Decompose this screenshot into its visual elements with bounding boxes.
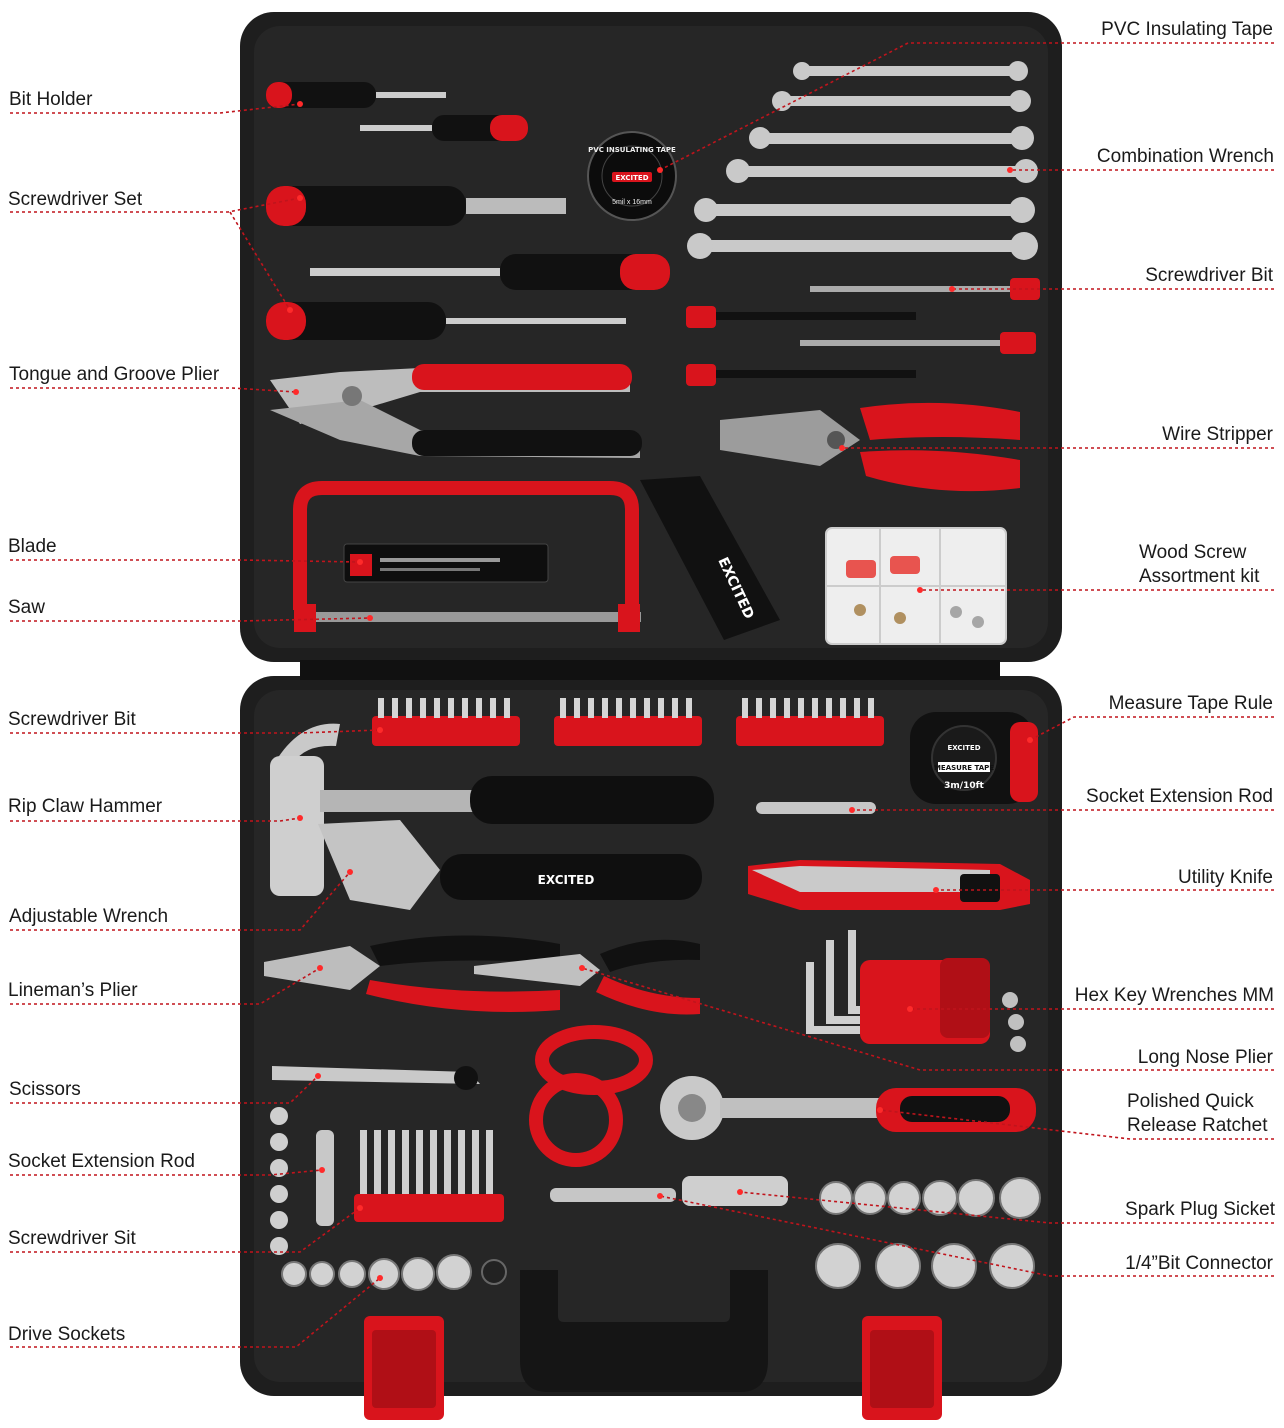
measure-tape: EXCITED MEASURE TAPE 3m/10ft bbox=[910, 712, 1038, 804]
measure-tape-title-text: MEASURE TAPE bbox=[934, 764, 994, 772]
label-hex-key-wrenches: Hex Key Wrenches MM bbox=[1074, 985, 1274, 1006]
label-lineman-plier: Lineman’s Plier bbox=[8, 980, 138, 1001]
label-spark-plug-socket: Spark Plug Sicket bbox=[1125, 1199, 1275, 1220]
utility-knife bbox=[748, 860, 1030, 910]
socket-extension-rod bbox=[756, 802, 876, 814]
bit-connector-small bbox=[481, 1259, 507, 1285]
screwdriver-bits-lower bbox=[354, 1130, 504, 1222]
label-scissors: Scissors bbox=[9, 1079, 81, 1100]
measure-tape-size-text: 3m/10ft bbox=[944, 781, 984, 791]
measure-tape-brand-text: EXCITED bbox=[947, 744, 980, 752]
label-saw: Saw bbox=[8, 597, 45, 618]
wrench-brand-text: EXCITED bbox=[538, 873, 595, 887]
adjustable-wrench: EXCITED bbox=[318, 820, 702, 910]
pvc-insulating-tape: PVC INSULATING TAPE EXCITED 5mil x 16mm bbox=[587, 131, 677, 221]
leader-dots bbox=[287, 101, 1033, 1281]
label-long-nose-plier: Long Nose Plier bbox=[1137, 1047, 1273, 1068]
spark-plug-socket bbox=[550, 1176, 788, 1206]
label-adjustable-wrench: Adjustable Wrench bbox=[9, 906, 169, 927]
wire-stripper bbox=[720, 402, 1020, 492]
rip-claw-hammer bbox=[270, 723, 714, 896]
small-sockets-column bbox=[270, 1107, 288, 1255]
label-assortment-kit: Assortment kit bbox=[1139, 566, 1260, 587]
hacksaw: EXCITED bbox=[293, 476, 780, 640]
label-wire-stripper: Wire Stripper bbox=[1162, 424, 1273, 445]
label-screwdriver-sit: Screwdriver Sit bbox=[8, 1228, 136, 1249]
tape-title-text: PVC INSULATING TAPE bbox=[588, 146, 676, 154]
label-release-ratchet: Release Ratchet bbox=[1127, 1115, 1268, 1136]
label-measure-tape-rule: Measure Tape Rule bbox=[1108, 693, 1273, 714]
label-bit-connector: 1/4”Bit Connector bbox=[1125, 1253, 1273, 1274]
label-screwdriver-bit-right: Screwdriver Bit bbox=[1145, 265, 1273, 286]
screwdriver-bit-strips bbox=[372, 698, 884, 746]
label-screwdriver-bit-left: Screwdriver Bit bbox=[8, 709, 136, 730]
screwdriver-set bbox=[266, 82, 670, 340]
label-pvc-insulating-tape: PVC Insulating Tape bbox=[1101, 19, 1273, 40]
label-drive-sockets: Drive Sockets bbox=[8, 1324, 126, 1345]
long-nose-plier bbox=[474, 939, 700, 1015]
label-polished-quick: Polished Quick bbox=[1127, 1091, 1254, 1112]
label-blade: Blade bbox=[8, 536, 57, 557]
quick-release-ratchet bbox=[660, 1076, 1036, 1140]
label-utility-knife: Utility Knife bbox=[1177, 867, 1273, 888]
lineman-plier bbox=[264, 935, 560, 1012]
tongue-groove-plier bbox=[270, 364, 642, 458]
leader-lines bbox=[10, 42, 1274, 1348]
label-combination-wrench: Combination Wrench bbox=[1096, 146, 1274, 167]
scissors bbox=[272, 1025, 653, 1167]
drive-sockets-row bbox=[281, 1177, 1041, 1291]
tape-brand-text: EXCITED bbox=[615, 174, 648, 182]
label-rip-claw-hammer: Rip Claw Hammer bbox=[8, 796, 163, 817]
hex-key-wrenches bbox=[806, 930, 1026, 1052]
label-screwdriver-set: Screwdriver Set bbox=[8, 189, 143, 210]
label-socket-extension-rod-left: Socket Extension Rod bbox=[8, 1151, 195, 1172]
wood-screw-assortment-kit bbox=[825, 527, 1007, 645]
tape-size-text: 5mil x 16mm bbox=[612, 199, 652, 206]
case-hinge bbox=[300, 660, 1000, 680]
label-wood-screw: Wood Screw bbox=[1139, 542, 1247, 563]
label-socket-extension-rod-right: Socket Extension Rod bbox=[1086, 786, 1273, 807]
label-tongue-groove-plier: Tongue and Groove Plier bbox=[9, 364, 220, 385]
combination-wrenches bbox=[687, 61, 1038, 260]
label-bit-holder: Bit Holder bbox=[9, 89, 93, 110]
socket-extension-rod-small bbox=[316, 1130, 334, 1226]
blade-pack bbox=[343, 543, 549, 583]
